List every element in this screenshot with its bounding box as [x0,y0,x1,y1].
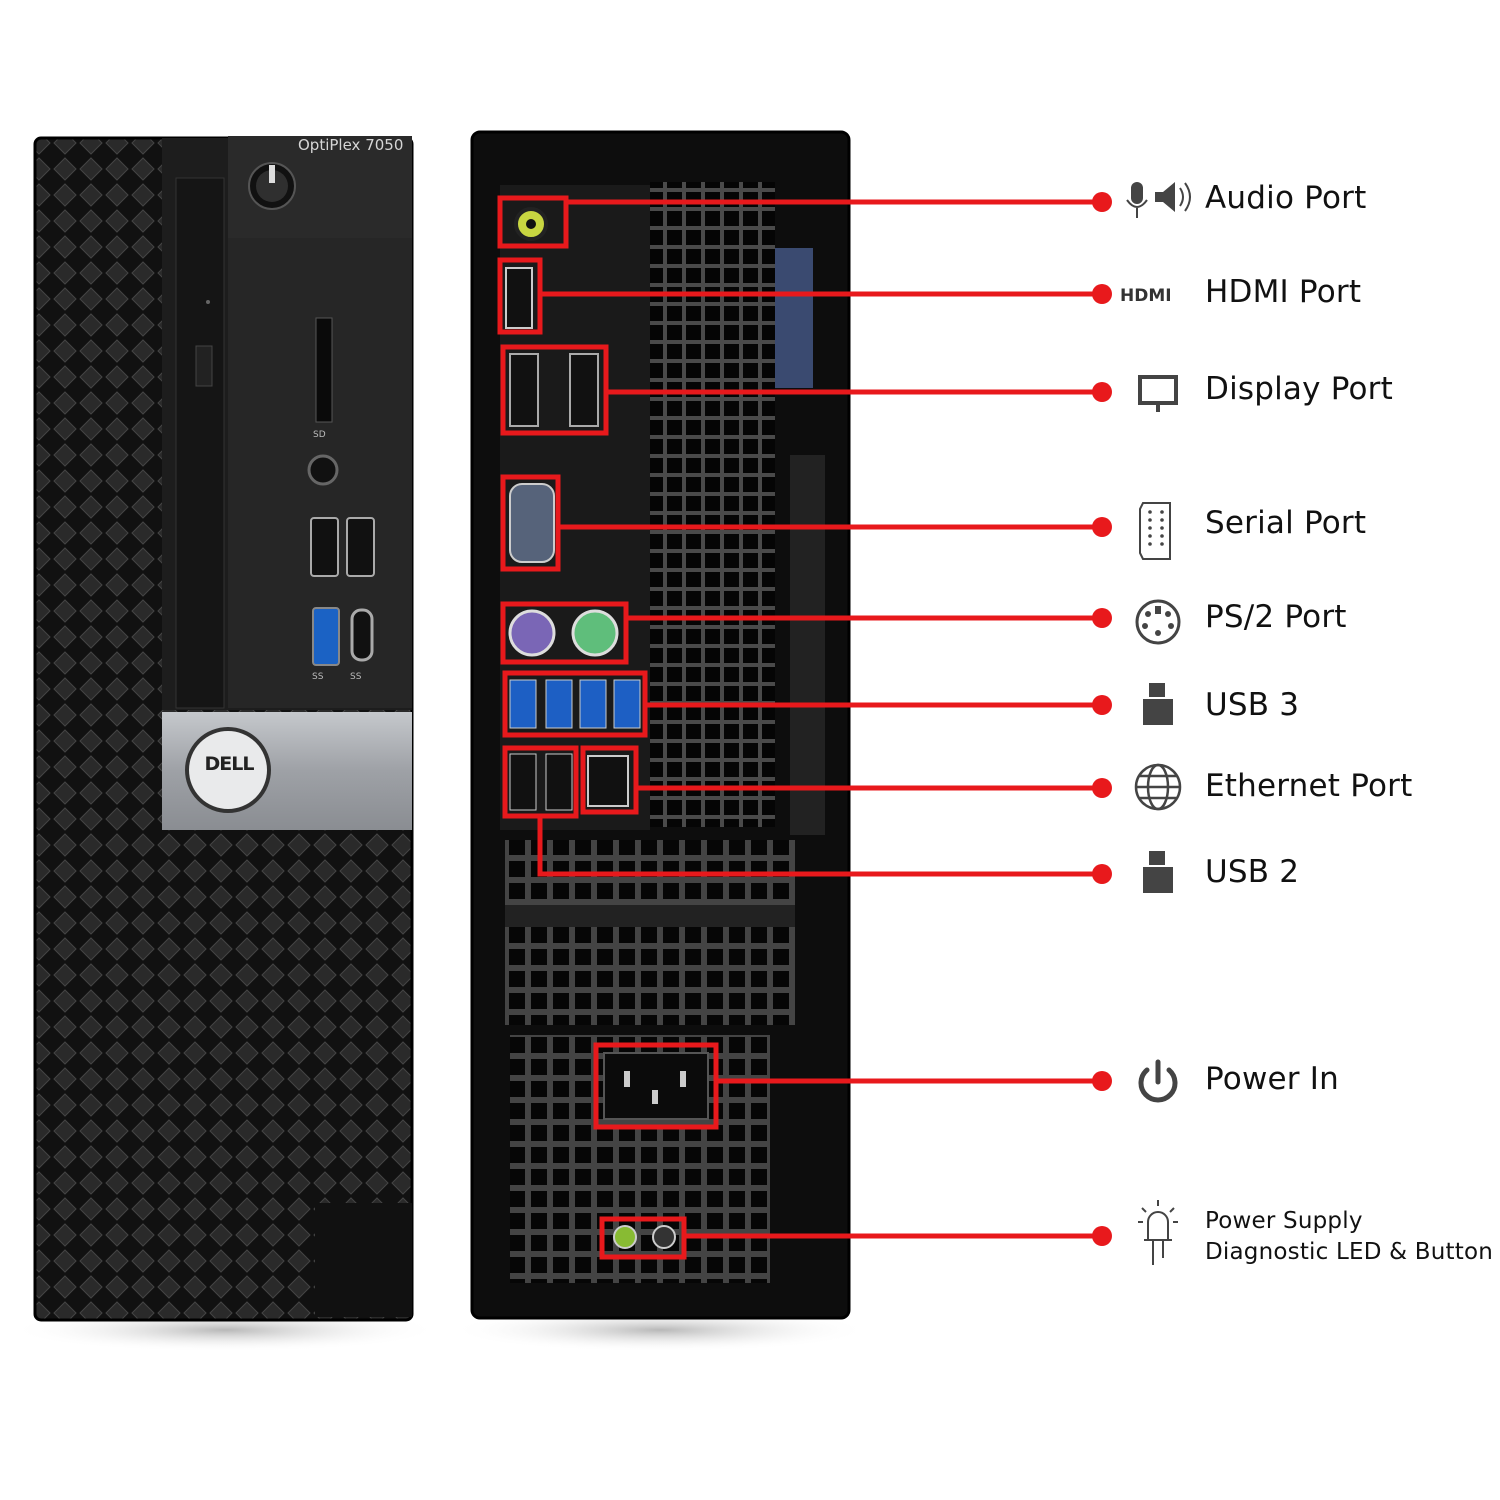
displayport-1 [509,353,539,427]
label-psu-line2: Diagnostic LED & Button [1205,1239,1494,1265]
label-serial-port: Serial Port [1205,505,1367,541]
highlight-audio [497,195,569,249]
front-audio-jack [307,454,339,486]
power-icon [1138,1059,1178,1103]
label-hdmi-port: HDMI Port [1205,274,1362,310]
label-ps2-port: PS/2 Port [1205,599,1347,635]
label-usb3: USB 3 [1205,687,1300,723]
callout-lines [537,199,1100,1239]
power-socket [603,1052,709,1120]
highlight-ethernet [580,745,639,815]
displayport-2 [569,353,599,427]
dell-logo [185,727,271,813]
usb-front-label-2: SS [350,672,362,682]
label-display-port: Display Port [1205,371,1393,407]
sd-card-slot [315,317,333,423]
highlight-ps2 [500,601,629,665]
mic-speaker-icon [1126,182,1191,218]
model-name: OptiPlex 7050 [298,136,404,154]
hdmi-socket [505,267,533,329]
psu-test-button [652,1225,676,1249]
label-ethernet-port: Ethernet Port [1205,768,1413,804]
front-view [33,136,414,1322]
label-psu-line1: Power Supply [1205,1208,1363,1234]
hdmi-logo-icon: HDMI [1120,286,1172,306]
label-usb2: USB 2 [1205,854,1300,890]
ps2-port-icon [1135,599,1181,645]
globe-icon [1134,763,1182,811]
usb-stick-icon [1143,851,1173,893]
svg-text:HDMI: HDMI [1120,286,1172,306]
callout-dots [1092,192,1112,1246]
highlight-serial [500,474,561,572]
usb-stick-icon [1143,683,1173,725]
led-bulb-icon [1138,1200,1178,1265]
brand-logo-text: DELL [204,753,255,775]
label-audio-port: Audio Port [1205,180,1367,216]
rear-view [470,130,851,1320]
monitor-icon [1138,375,1178,412]
highlight-power [593,1042,719,1130]
sd-label: SD [313,430,326,440]
label-power-in: Power In [1205,1061,1339,1097]
usb-front-label-1: SS [312,672,324,682]
serial-socket [509,483,555,563]
ethernet-socket [587,755,629,807]
ps2-mouse [508,609,556,657]
ps2-keyboard [571,609,619,657]
serial-port-icon [1139,502,1171,560]
psu-led [613,1225,637,1249]
